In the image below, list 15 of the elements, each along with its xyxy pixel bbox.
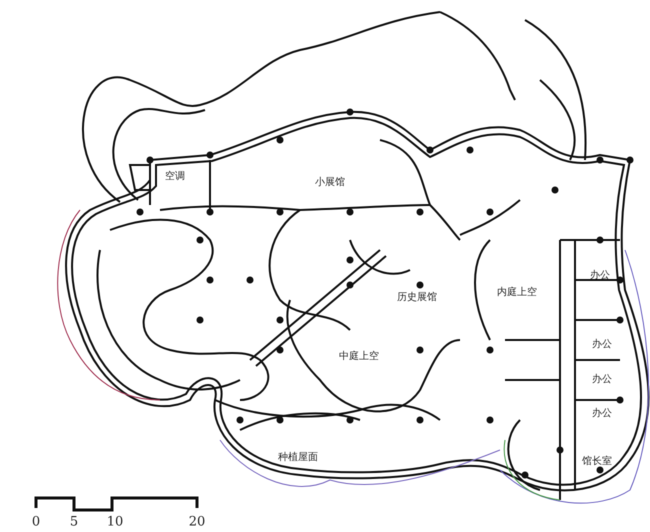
scale-number: 20 <box>188 516 206 528</box>
room-label: 历史展馆 <box>397 293 437 303</box>
room-label: 办公 <box>592 340 612 350</box>
room-label: 小展馆 <box>315 178 345 188</box>
room-label: 办公 <box>592 409 612 419</box>
room-label: 空调 <box>165 172 185 182</box>
room-label: 办公 <box>592 375 612 385</box>
room-label: 馆长室 <box>582 457 612 467</box>
room-label: 中庭上空 <box>339 352 379 362</box>
scale-number: 5 <box>70 516 78 528</box>
room-label: 内庭上空 <box>497 288 537 298</box>
room-label: 种植屋面 <box>278 453 318 463</box>
scale-number: 0 <box>32 516 40 528</box>
scale-number: 10 <box>106 516 124 528</box>
room-label: 办公 <box>590 271 610 281</box>
